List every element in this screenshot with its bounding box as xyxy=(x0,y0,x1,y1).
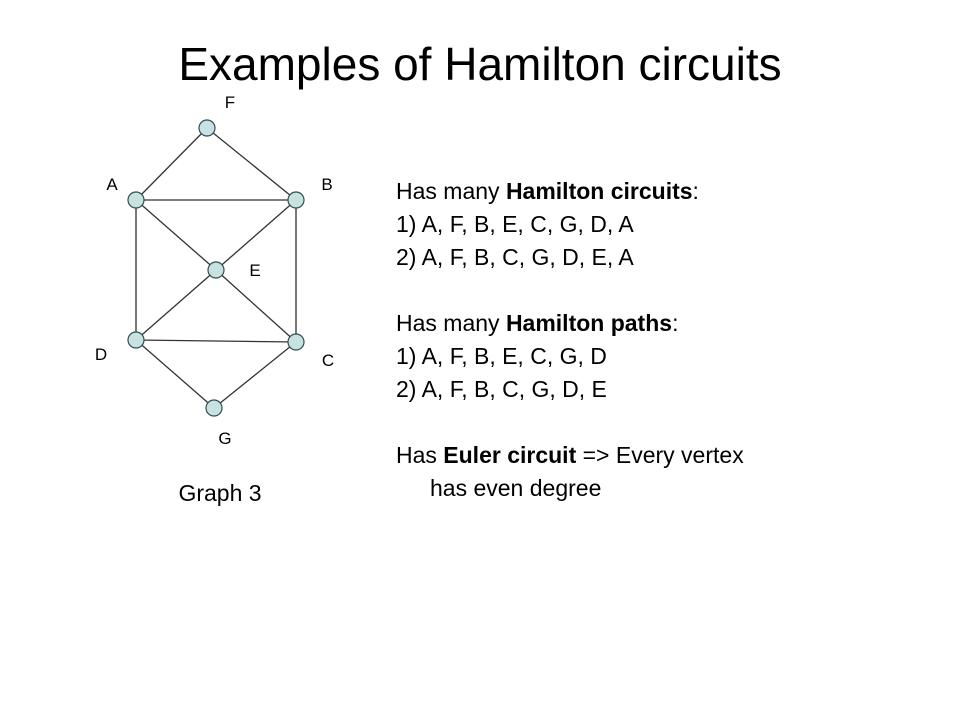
edge-e-c xyxy=(215,269,297,343)
vertex-d xyxy=(127,331,145,349)
vertex-label-g: G xyxy=(218,429,231,448)
hamilton-path-2: 2) A, F, B, C, G, D, E xyxy=(396,376,607,402)
edge-f-a xyxy=(135,127,208,201)
edge-f-b xyxy=(206,127,297,201)
vertex-g xyxy=(205,399,223,417)
edge-e-d xyxy=(135,269,217,341)
graph-edges xyxy=(135,127,297,409)
vertex-label-a: A xyxy=(106,175,118,194)
vertex-label-e: E xyxy=(249,261,260,280)
edge-d-c xyxy=(135,339,297,343)
hamilton-circuit-2: 2) A, F, B, C, G, D, E, A xyxy=(396,244,634,270)
vertex-label-d: D xyxy=(95,345,107,364)
slide-title: Examples of Hamilton circuits xyxy=(178,38,782,90)
vertex-a xyxy=(127,191,145,209)
graph-nodes: F A B E D C G xyxy=(95,93,334,448)
hamilton-paths-heading: Has many Hamilton paths: xyxy=(396,310,679,336)
vertex-label-f: F xyxy=(225,93,235,112)
euler-circuit-statement: Has Euler circuit => Every vertex xyxy=(396,442,744,468)
hamilton-circuits-heading: Has many Hamilton circuits: xyxy=(396,178,699,204)
edge-b-e xyxy=(215,199,297,271)
hamilton-path-1: 1) A, F, B, E, C, G, D xyxy=(396,343,607,369)
graph-caption: Graph 3 xyxy=(178,480,262,506)
vertex-b xyxy=(287,191,305,209)
vertex-label-c: C xyxy=(322,351,334,370)
edge-a-e xyxy=(135,199,217,271)
hamilton-circuit-1: 1) A, F, B, E, C, G, D, A xyxy=(396,211,634,237)
graph-properties: Has many Hamilton circuits: 1) A, F, B, … xyxy=(396,175,926,505)
edge-d-g xyxy=(135,339,215,409)
vertex-c xyxy=(287,333,305,351)
vertex-label-b: B xyxy=(321,175,332,194)
vertex-f xyxy=(198,119,216,137)
edge-c-g xyxy=(213,341,297,409)
euler-circuit-statement-cont: has even degree xyxy=(430,475,602,501)
vertex-e xyxy=(207,261,225,279)
